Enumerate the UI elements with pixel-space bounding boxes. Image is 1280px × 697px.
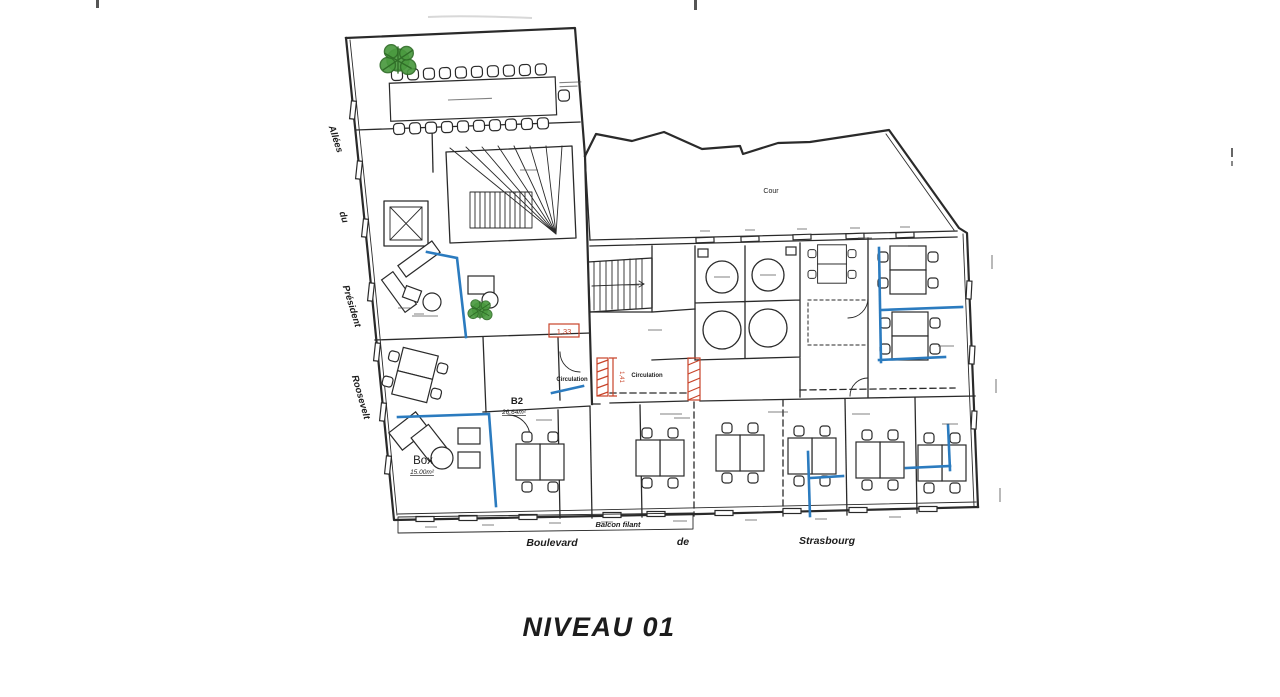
- circulation-east-label: Circulation: [631, 373, 663, 379]
- scan-artifacts: [96, 0, 1233, 166]
- labels: Allées du Président Roosevelt Boulevard …: [326, 123, 856, 642]
- conference-room: [388, 63, 582, 136]
- dim-width-label: 1,33: [557, 327, 572, 336]
- plant-icon: [467, 299, 493, 321]
- b2-room-area: 26.64m²: [501, 409, 527, 416]
- lounge-area: [380, 240, 499, 317]
- street-bottom-word3: Strasbourg: [799, 535, 856, 547]
- box-room-area: 15.00m²: [410, 469, 435, 476]
- plant-icon: [379, 44, 417, 76]
- dim-door-label: 1,41: [618, 371, 624, 383]
- street-left-word1: Allées: [326, 123, 345, 154]
- grand-staircase: [445, 145, 577, 244]
- box-room-name: Box: [413, 455, 433, 467]
- balcony: [397, 512, 694, 534]
- street-bottom-word1: Boulevard: [526, 537, 578, 549]
- street-bottom-word2: de: [677, 536, 689, 548]
- courtyard-label: Cour: [763, 188, 779, 195]
- circulation-west-label: Circulation: [556, 377, 588, 383]
- new-partitions-blue: [396, 246, 964, 518]
- micro-annotations: [398, 169, 1001, 528]
- elevator: [383, 200, 429, 247]
- sheet-title: NIVEAU 01: [522, 612, 675, 642]
- street-left-word3: Président: [340, 284, 363, 329]
- b2-room-name: B2: [511, 396, 523, 407]
- secondary-staircase: [587, 257, 653, 313]
- demolition-red: [548, 323, 701, 401]
- balcony-label: Balcon filant: [595, 520, 641, 529]
- workstations: [379, 244, 967, 494]
- wc-block: [697, 246, 797, 350]
- street-left-word4: Roosevelt: [349, 374, 372, 421]
- street-left-word2: du: [336, 210, 350, 225]
